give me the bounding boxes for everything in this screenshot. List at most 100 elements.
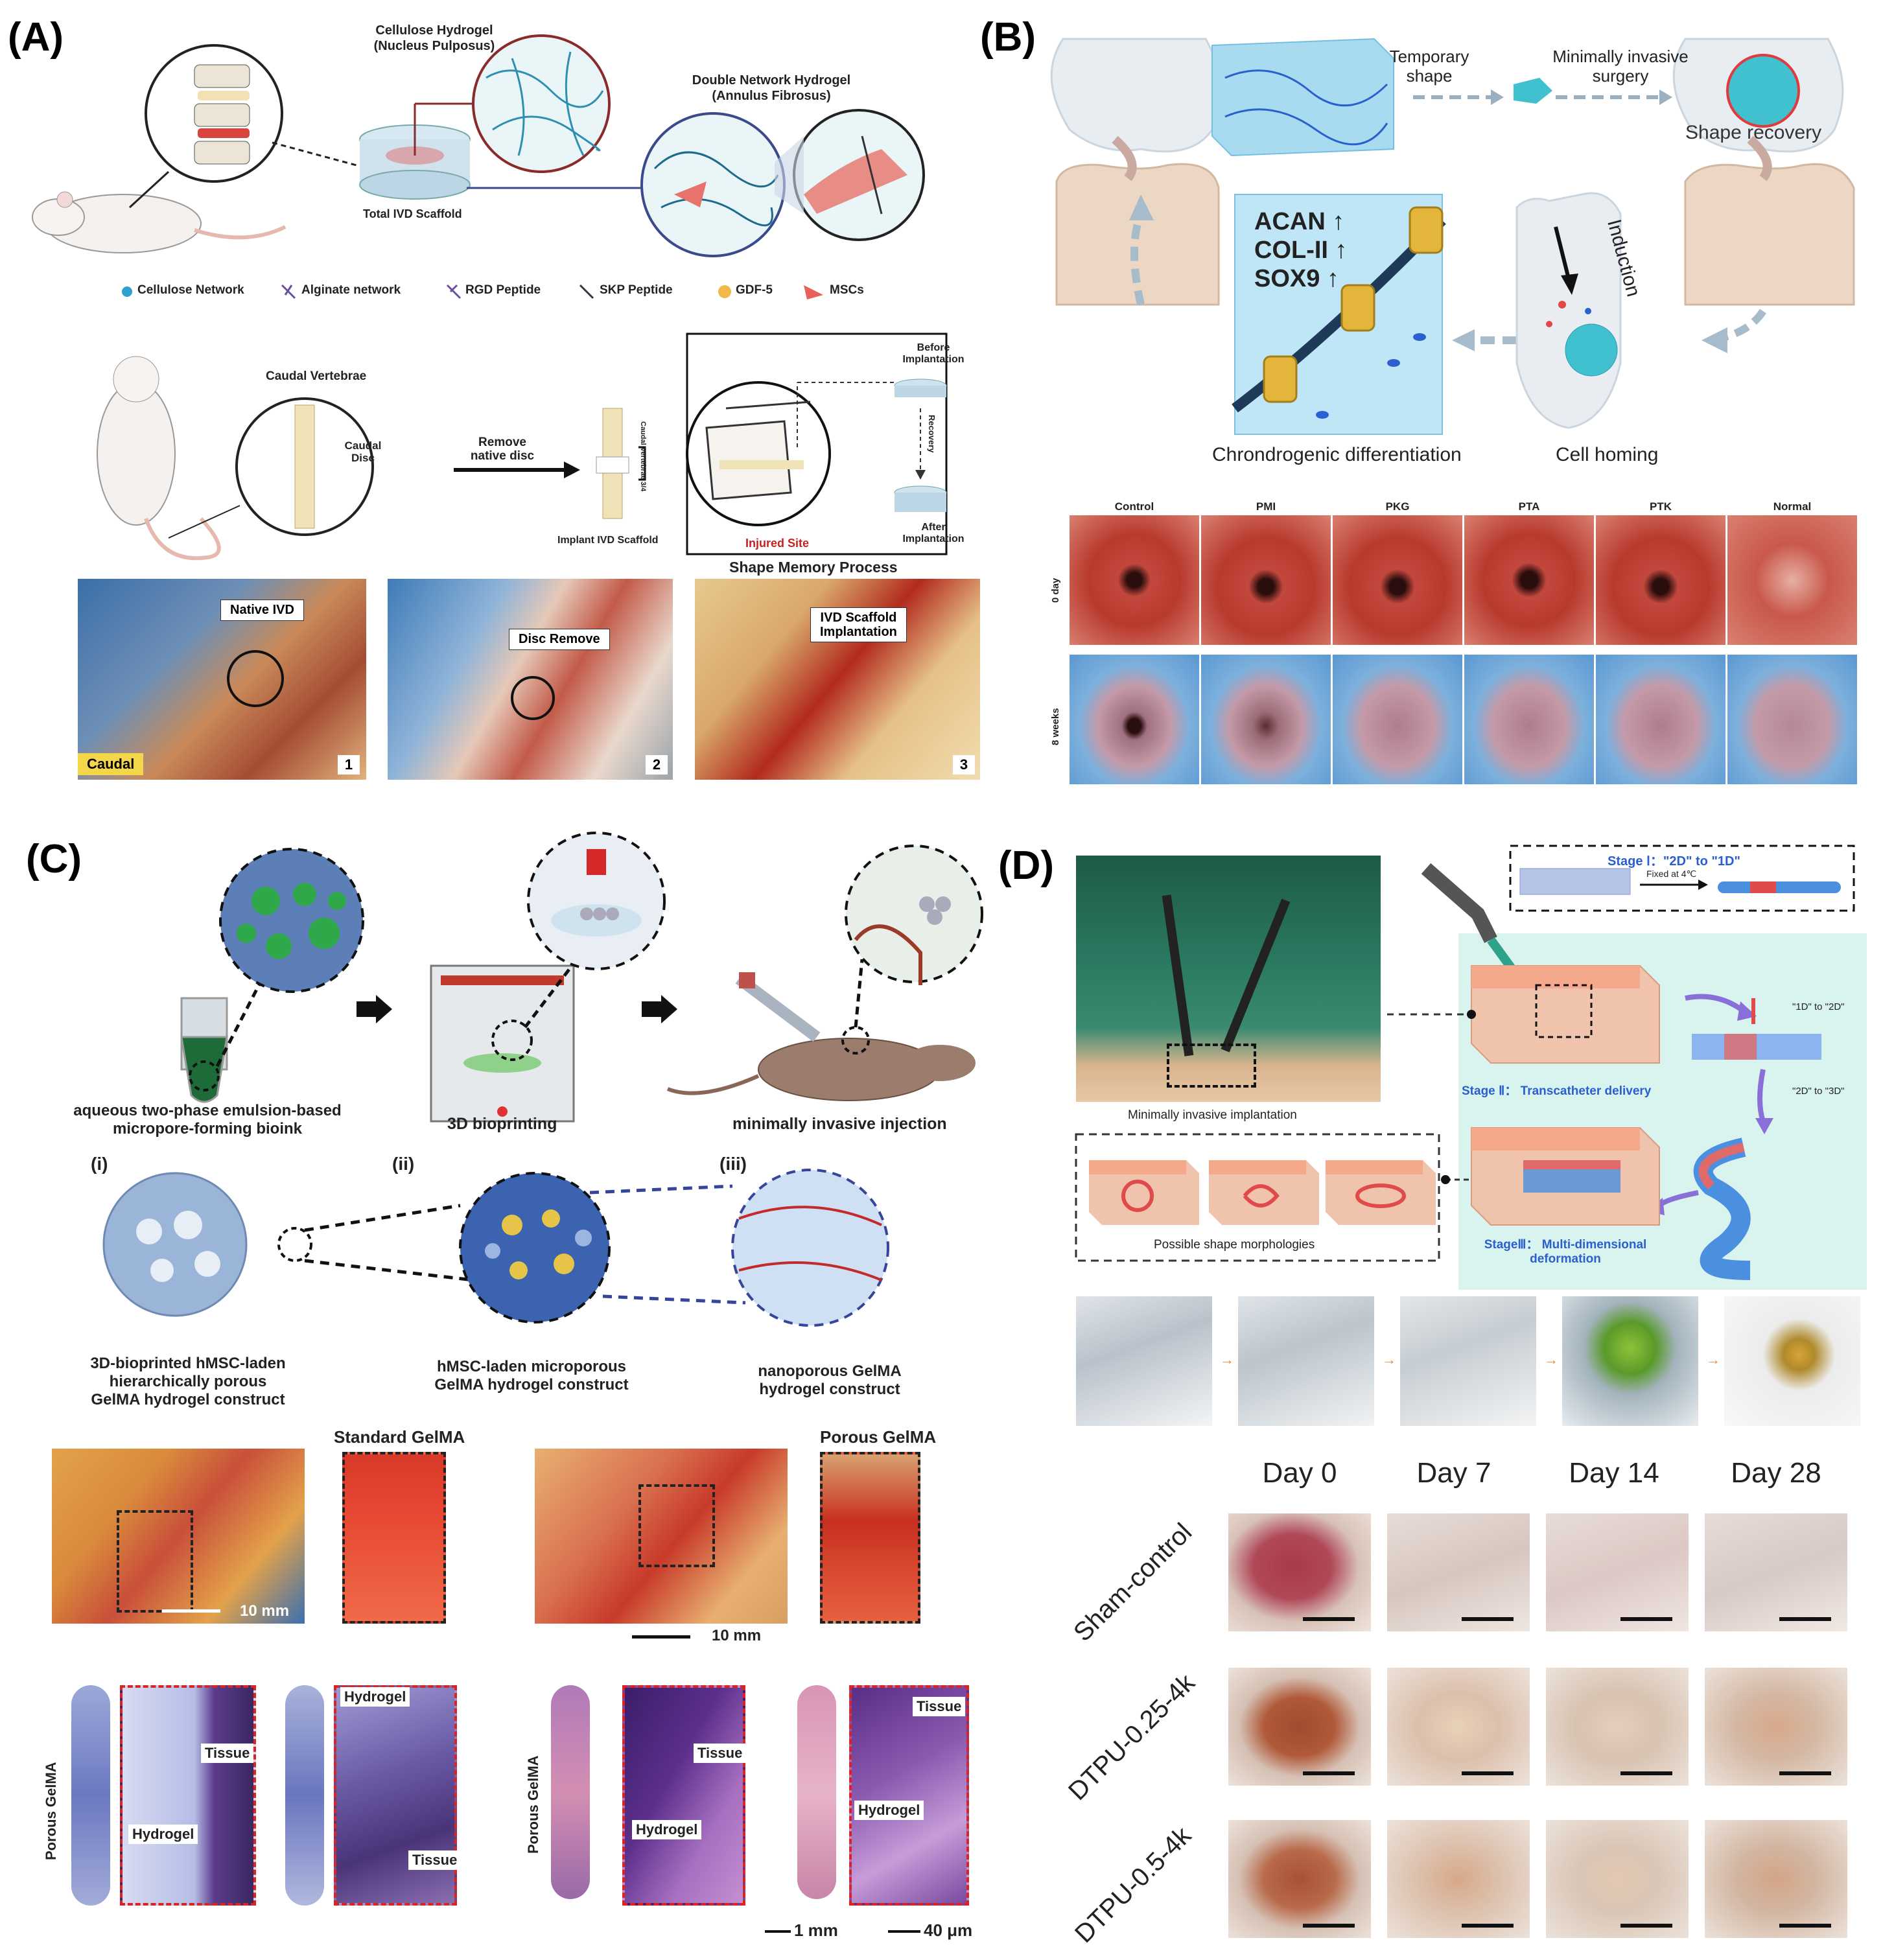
photo-0day-ptk xyxy=(1596,515,1725,645)
scale-label-10mm-left: 10 mm xyxy=(240,1602,290,1620)
wound-dtpu05-day28 xyxy=(1705,1820,1847,1938)
legend-alginate: Alginate network xyxy=(301,283,401,297)
scale-bar-40um xyxy=(888,1930,920,1933)
panel-a-schematic xyxy=(32,34,948,561)
panel-c-label: (C) xyxy=(26,837,82,881)
photo-porous-gelma-zoom xyxy=(820,1452,920,1624)
group-label-dtpu-05: DTPU-0.5-4k xyxy=(1070,1821,1197,1949)
histology-left-overview-2 xyxy=(285,1685,324,1906)
wound-sham-day28 xyxy=(1705,1513,1847,1631)
stage-3-label: StageⅢ： Multi-dimensional deformation xyxy=(1484,1238,1647,1266)
procedure-arrow-4: → xyxy=(1706,1351,1720,1368)
photo-number-3: 3 xyxy=(953,755,975,775)
stage-2-label: Stage Ⅱ： Transcatheter delivery xyxy=(1462,1084,1652,1098)
remove-native-disc-label: Remove native disc xyxy=(470,436,535,463)
group-label-sham: Sham-control xyxy=(1068,1517,1198,1648)
group-label-ptk: PTK xyxy=(1650,500,1672,513)
scale-bar-10mm-left xyxy=(162,1609,220,1613)
legend-mscs: MSCs xyxy=(830,283,864,297)
histology-right-zoom-1 xyxy=(622,1685,745,1906)
gene-list: ACAN ↑COL-II ↑SOX9 ↑ xyxy=(1254,208,1348,292)
chondrogenic-differentiation-label: Chrondrogenic differentiation xyxy=(1212,444,1462,465)
group-label-pkg: PKG xyxy=(1385,500,1410,513)
scale-bar-10mm-right xyxy=(632,1635,690,1639)
photo-0day-pkg xyxy=(1333,515,1462,645)
procedure-photo-5 xyxy=(1724,1296,1860,1426)
fixed-temp-label: Fixed at 4℃ xyxy=(1646,869,1697,879)
injured-site-label: Injured Site xyxy=(745,537,810,550)
day-header-28: Day 28 xyxy=(1731,1457,1821,1489)
injection-label: minimally invasive injection xyxy=(732,1115,947,1133)
caudal-vertebrae-label: Caudal Vertebrae xyxy=(266,369,367,383)
procedure-photo-3 xyxy=(1400,1296,1536,1426)
photo-porous-gelma xyxy=(535,1449,788,1624)
wound-sham-day7 xyxy=(1387,1513,1530,1631)
wound-dtpu025-day0 xyxy=(1228,1668,1371,1786)
photo-0day-pmi xyxy=(1201,515,1331,645)
minimally-invasive-implantation-label: Minimally invasive implantation xyxy=(1128,1108,1297,1122)
implant-ivd-scaffold-label: Implant IVD Scaffold xyxy=(557,535,659,546)
one-to-two-label: "1D" to "2D" xyxy=(1792,1001,1845,1012)
photo-standard-gelma-zoom xyxy=(342,1452,446,1624)
histology-left-overview-1 xyxy=(71,1685,110,1906)
bioink-label: aqueous two-phase emulsion-based micropo… xyxy=(73,1102,342,1138)
panel-b-schematic xyxy=(1050,38,1855,435)
day-header-0: Day 0 xyxy=(1262,1457,1337,1489)
scale-label-1mm: 1 mm xyxy=(794,1920,838,1940)
tissue-label-4: Tissue xyxy=(913,1697,966,1716)
procedure-photo-2 xyxy=(1238,1296,1374,1426)
wound-sham-day14 xyxy=(1546,1513,1689,1631)
group-label-dtpu-025: DTPU-0.25-4k xyxy=(1063,1668,1200,1806)
hydrogel-label-1: Hydrogel xyxy=(128,1825,198,1844)
temporary-shape-label: Temporary shape xyxy=(1389,47,1469,86)
bioprinting-label: 3D bioprinting xyxy=(447,1115,557,1133)
tissue-label-1: Tissue xyxy=(201,1744,254,1763)
photo-standard-gelma xyxy=(52,1449,305,1624)
wound-dtpu05-day7 xyxy=(1387,1820,1530,1938)
group-label-pmi: PMI xyxy=(1256,500,1276,513)
photo-8w-control xyxy=(1070,655,1199,784)
row-label-0-day: 0 day xyxy=(1050,578,1061,603)
legend-skp: SKP Peptide xyxy=(600,283,673,297)
panel-a-label: (A) xyxy=(8,15,64,60)
row-label-8-weeks: 8 weeks xyxy=(1050,708,1061,745)
scaffold-implantation-tag: IVD Scaffold Implantation xyxy=(810,607,907,642)
procedure-photo-4 xyxy=(1562,1296,1698,1426)
photo-8w-normal xyxy=(1727,655,1857,784)
native-ivd-tag: Native IVD xyxy=(220,600,304,621)
histology-right-overview-1 xyxy=(551,1685,590,1899)
wound-dtpu025-day28 xyxy=(1705,1668,1847,1786)
tissue-label-3: Tissue xyxy=(694,1744,747,1763)
histology-left-zoom-1 xyxy=(120,1685,256,1906)
photo-number-2: 2 xyxy=(646,755,668,775)
before-implantation-label: Before Implantation xyxy=(902,342,965,365)
histology-right-zoom-2 xyxy=(849,1685,969,1906)
histology-right-overview-2 xyxy=(797,1685,836,1899)
wound-dtpu025-day14 xyxy=(1546,1668,1689,1786)
photo-0day-control xyxy=(1070,515,1199,645)
minimally-invasive-surgery-label: Minimally invasive surgery xyxy=(1552,47,1689,86)
after-implantation-label: After Implantation xyxy=(902,522,965,544)
procedure-arrow-1: → xyxy=(1220,1351,1234,1368)
wound-dtpu025-day7 xyxy=(1387,1668,1530,1786)
wound-sham-day0 xyxy=(1228,1513,1371,1631)
stage-1-label: Stage Ⅰ："2D" to "1D" xyxy=(1608,854,1740,869)
photo-disc-remove xyxy=(388,579,673,780)
wound-dtpu05-day0 xyxy=(1228,1820,1371,1938)
legend-cellulose: Cellulose Network xyxy=(137,283,244,297)
construct-iii-label: nanoporous GelMA hydrogel construct xyxy=(758,1362,902,1398)
disc-remove-tag: Disc Remove xyxy=(509,629,610,650)
legend-gdf5: GDF-5 xyxy=(736,283,773,297)
roman-ii: (ii) xyxy=(392,1154,415,1174)
photo-8w-pmi xyxy=(1201,655,1331,784)
caudal-tag: Caudal xyxy=(78,753,144,775)
photo-8w-ptk xyxy=(1596,655,1725,784)
panel-c-schematic xyxy=(102,832,983,1327)
porous-gelma-zoom-box xyxy=(638,1484,715,1567)
roman-i: (i) xyxy=(91,1154,108,1174)
construct-i-label: 3D-bioprinted hMSC-laden hierarchically … xyxy=(90,1355,286,1408)
possible-shapes-label: Possible shape morphologies xyxy=(1154,1238,1315,1252)
day-header-14: Day 14 xyxy=(1569,1457,1659,1489)
photo-0day-pta xyxy=(1464,515,1594,645)
cell-homing-label: Cell homing xyxy=(1556,444,1659,465)
